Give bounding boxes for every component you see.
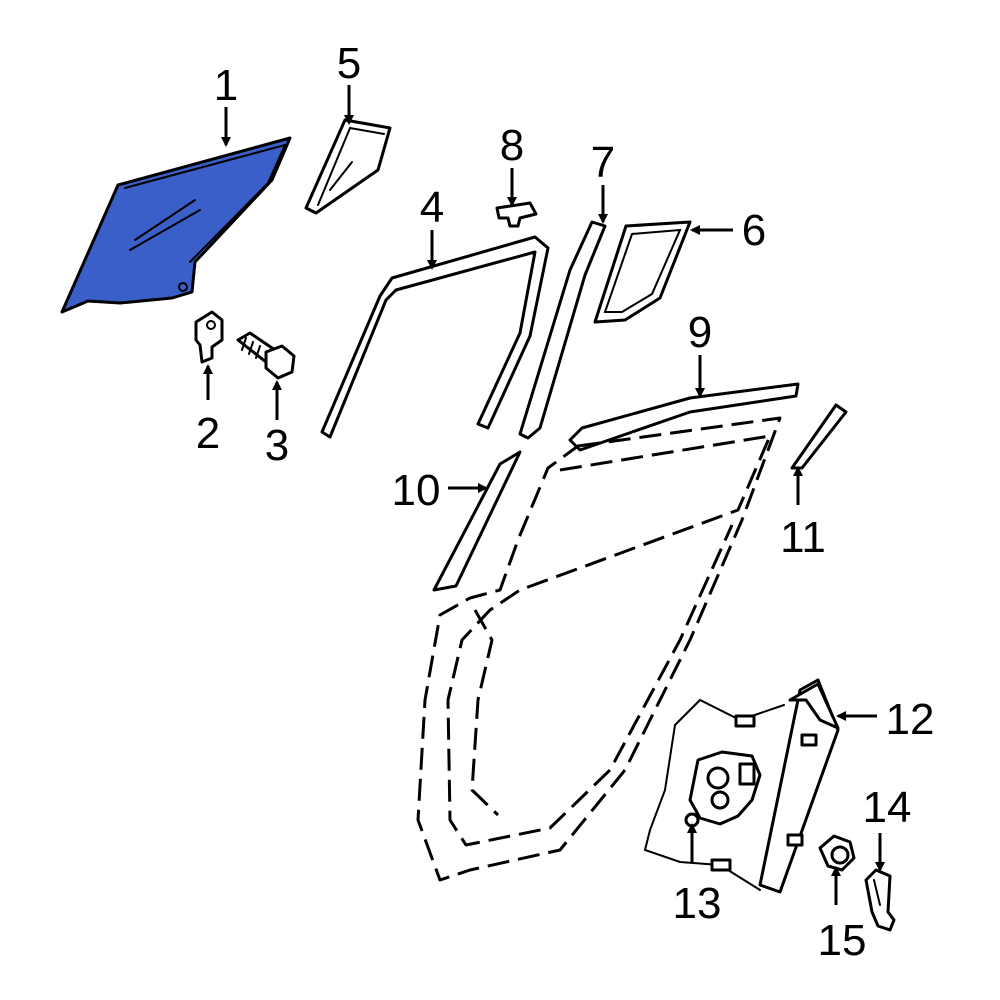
door-inner-line: [446, 434, 772, 847]
part-3-bolt[interactable]: [236, 331, 296, 380]
bracket-hole: [206, 320, 216, 330]
handle-shape: [864, 868, 896, 932]
division-channel-shape: [518, 220, 607, 440]
part-8-clip[interactable]: [495, 201, 538, 228]
glass-run-channel-shape: [320, 235, 550, 439]
motor-shaft: [684, 812, 700, 828]
callout-3: 3: [265, 421, 289, 470]
quarter-glass-reflection: [329, 161, 353, 191]
callout-9: 9: [688, 308, 712, 357]
regulator-cable: [643, 698, 785, 891]
door-panel-line: [470, 609, 500, 817]
part-9-belt-molding[interactable]: [568, 382, 800, 452]
part-6-applique[interactable]: [593, 220, 692, 324]
knob-center: [830, 845, 850, 865]
bolt-threads: [241, 337, 261, 359]
handle-groove: [873, 879, 881, 906]
callout-10: 10: [392, 466, 441, 515]
callout-4: 4: [420, 183, 444, 232]
door-glass-hole: [178, 282, 188, 292]
regulator-stud-1: [800, 733, 818, 747]
door-glass-edge: [124, 143, 287, 263]
quarter-glass-inner: [317, 126, 385, 206]
clip-shape: [495, 201, 538, 228]
callout-2: 2: [196, 409, 220, 458]
applique-shape: [593, 220, 692, 324]
applique-inner: [603, 228, 682, 313]
callout-14: 14: [863, 783, 912, 832]
belt-molding-shape: [568, 382, 800, 452]
door-glass-reflection: [129, 199, 201, 251]
part-10-front-molding[interactable]: [432, 450, 522, 592]
door-outline: [416, 416, 782, 882]
door-glass-shape: [60, 136, 292, 314]
bracket-shape: [194, 310, 224, 364]
part-14-handle[interactable]: [864, 868, 896, 932]
callout-5: 5: [337, 39, 361, 88]
part-13-motor[interactable]: [684, 750, 762, 828]
callout-6: 6: [742, 206, 766, 255]
regulator-stud-2: [786, 833, 804, 847]
motor-connector: [738, 762, 756, 786]
rear-molding-shape: [790, 403, 848, 470]
callout-1: 1: [214, 61, 238, 110]
motor-gear: [706, 766, 730, 790]
front-molding-shape: [432, 450, 522, 592]
cable-sleeve-lower: [710, 858, 732, 872]
callout-15: 15: [818, 916, 867, 965]
part-1-door-glass[interactable]: [60, 136, 292, 314]
door-outer-line: [416, 416, 782, 882]
bolt-head: [264, 344, 296, 380]
part-5-quarter-glass[interactable]: [304, 118, 392, 215]
part-15-knob[interactable]: [818, 834, 856, 872]
callout-7: 7: [591, 138, 615, 187]
callout-labels: 1 2 3 4 5 6 7 8 9 10 11 12 13 14 15: [196, 39, 935, 965]
leader-lines: [203, 85, 885, 905]
part-11-rear-molding[interactable]: [790, 403, 848, 470]
callout-8: 8: [500, 121, 524, 170]
callout-11: 11: [780, 513, 826, 562]
part-12-window-regulator[interactable]: [643, 678, 840, 894]
cable-sleeve-upper: [734, 714, 756, 728]
motor-gear-2: [710, 790, 730, 810]
callout-13: 13: [673, 879, 722, 928]
part-2-bracket[interactable]: [194, 310, 224, 364]
part-4-glass-run-channel[interactable]: [320, 235, 550, 439]
regulator-bracket: [788, 682, 840, 730]
callout-12: 12: [886, 695, 935, 744]
part-7-division-channel[interactable]: [518, 220, 607, 440]
